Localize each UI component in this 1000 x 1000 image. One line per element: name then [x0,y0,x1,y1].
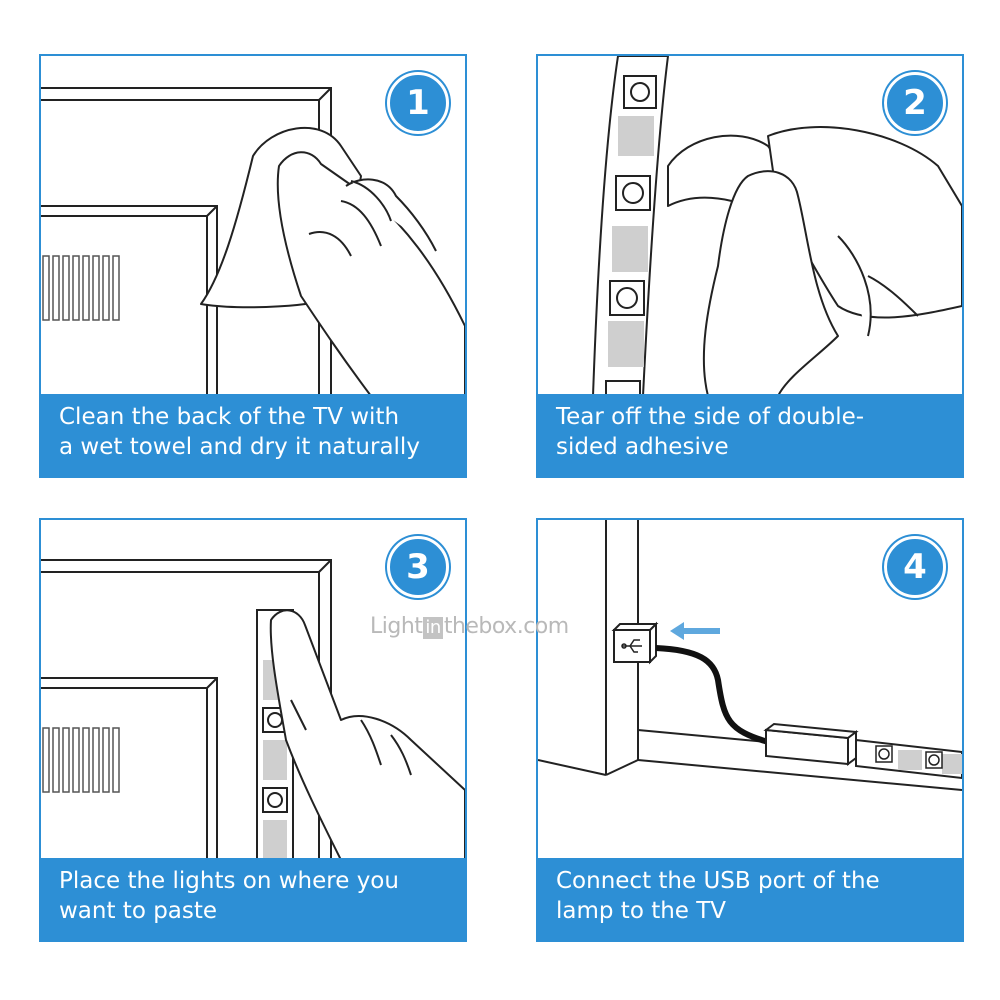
step-caption: Clean the back of the TV with a wet towe… [41,394,465,476]
caption-line: want to paste [59,898,218,924]
step-number-badge: 2 [884,72,946,134]
caption-line: Place the lights on where you [59,868,399,894]
step-number-badge: 4 [884,536,946,598]
step-caption: Place the lights on where you want to pa… [41,858,465,940]
step-1-panel: 1 Clean the back of the TV with a wet to… [39,54,467,478]
step-4-panel: 4 Connect the USB port of the lamp to th… [536,518,964,942]
watermark-part: thebox.com [443,614,569,639]
step-number-badge: 3 [387,536,449,598]
watermark-in-box: in [423,617,443,639]
watermark-part: Light [370,614,423,639]
usb-connection-illustration [538,520,962,791]
step-2-panel: 2 Tear off the side of double- sided adh… [536,54,964,478]
caption-line: sided adhesive [556,434,729,460]
caption-line: a wet towel and dry it naturally [59,434,420,460]
strip-placement-illustration [41,559,465,860]
caption-line: Connect the USB port of the [556,868,880,894]
step-caption: Tear off the side of double- sided adhes… [538,394,962,476]
step-3-panel: 3 Place the lights on where you want to … [39,518,467,942]
caption-line: Tear off the side of double- [556,404,865,430]
tv-cleaning-illustration [41,87,465,396]
adhesive-peel-illustration [591,56,962,396]
step-caption: Connect the USB port of the lamp to the … [538,858,962,940]
caption-line: Clean the back of the TV with [59,404,400,430]
caption-line: lamp to the TV [556,898,727,924]
step-number-badge: 1 [387,72,449,134]
